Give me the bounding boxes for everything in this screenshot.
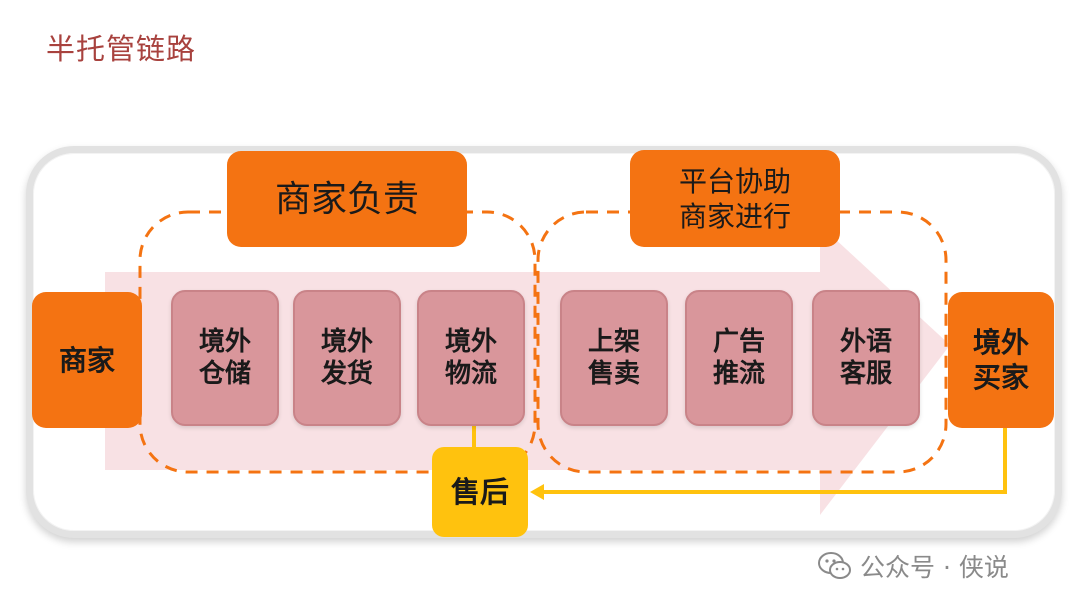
- step-line: 客服: [839, 359, 892, 389]
- buyer-line: 买家: [972, 361, 1029, 394]
- group-label-line: 平台协助: [678, 164, 791, 198]
- step-overseas-warehouse: 境外 仓储: [171, 290, 279, 426]
- step-line: 物流: [444, 359, 497, 389]
- watermark-text: 公众号 · 侠说: [860, 553, 1009, 582]
- return-arrowhead: [530, 484, 544, 500]
- step-line: 售卖: [587, 359, 640, 389]
- watermark: 公众号 · 侠说: [818, 548, 1009, 584]
- step-line: 境外: [444, 326, 497, 357]
- return-line: [540, 428, 1007, 494]
- step-line: 外语: [839, 326, 892, 357]
- wechat-icon: [818, 552, 851, 579]
- page-title: 半托管链路: [46, 32, 197, 66]
- group-label-platform-assist: 平台协助 商家进行: [630, 150, 840, 247]
- step-overseas-logistics: 境外 物流: [417, 290, 525, 426]
- after-sales-node: 售后: [432, 447, 528, 537]
- step-listing-sales: 上架 售卖: [560, 290, 668, 426]
- step-line: 发货: [320, 359, 373, 389]
- step-line: 上架: [587, 326, 640, 357]
- group-label-merchant-responsible: 商家负责: [227, 151, 467, 247]
- step-line: 广告: [712, 326, 765, 357]
- step-line: 境外: [198, 326, 251, 357]
- step-line: 推流: [712, 359, 765, 389]
- step-ad-promotion: 广告 推流: [685, 290, 793, 426]
- buyer-line: 境外: [972, 326, 1029, 359]
- buyer-node: 境外 买家: [948, 292, 1054, 428]
- step-line: 境外: [320, 326, 373, 357]
- merchant-node: 商家: [32, 292, 142, 428]
- group-label-line: 商家进行: [678, 199, 791, 233]
- step-foreign-language-service: 外语 客服: [812, 290, 920, 426]
- step-overseas-shipping: 境外 发货: [293, 290, 401, 426]
- step-line: 仓储: [198, 359, 251, 389]
